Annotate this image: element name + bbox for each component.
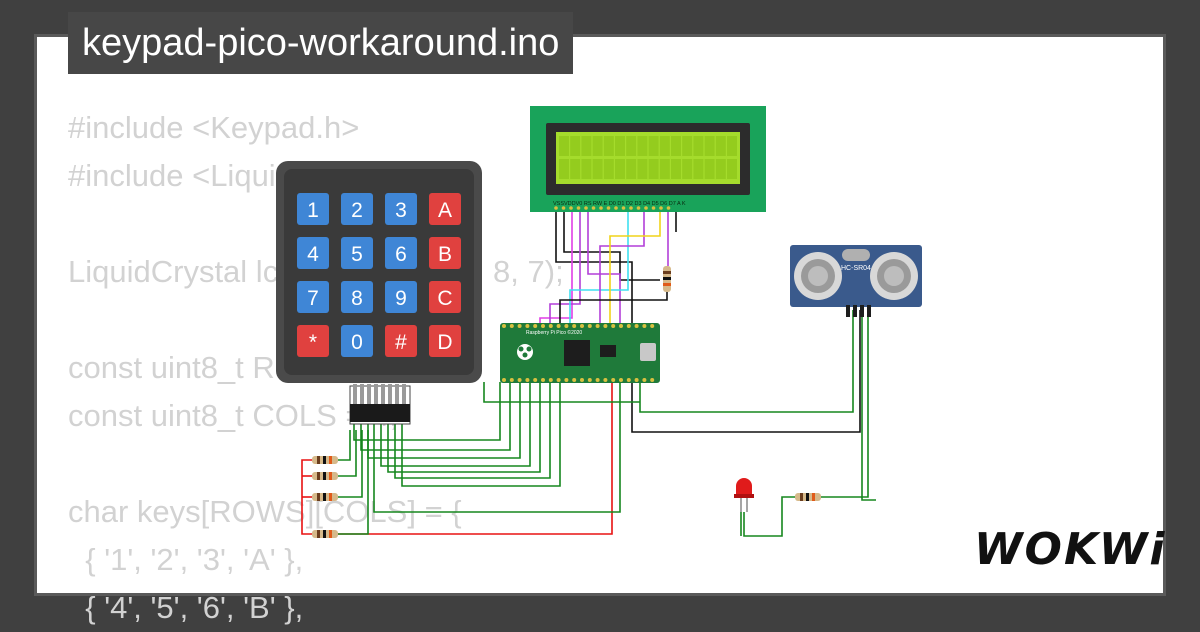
keypad-key[interactable]: 1 <box>297 193 329 225</box>
code-line: { '1', '2', '3', 'A' }, <box>68 542 304 577</box>
keypad-key[interactable]: 7 <box>297 281 329 313</box>
wire <box>599 208 645 326</box>
wire <box>549 208 581 326</box>
wire <box>609 208 661 326</box>
key-label: A <box>438 199 452 222</box>
keypad-ribbon-connector <box>350 384 410 422</box>
wire <box>861 310 876 501</box>
lcd-display[interactable]: VSSVDDV0 RS RW E D0 D1 D2 D3 D4 D5 D6 D7… <box>530 106 766 212</box>
wire <box>555 208 861 433</box>
wire <box>587 208 621 326</box>
wire <box>559 292 668 326</box>
wire <box>483 382 640 403</box>
wire <box>563 208 660 281</box>
lcd-pins <box>554 206 671 210</box>
wire <box>338 430 369 535</box>
keypad-keys: 1 2 3 A 4 5 6 B 7 8 9 C * 0 # D <box>297 193 461 357</box>
key-label: 4 <box>307 243 319 266</box>
keypad-key[interactable]: # <box>385 325 417 357</box>
keypad-key[interactable]: 4 <box>297 237 329 269</box>
resistor <box>312 472 338 480</box>
ultrasonic-sensor[interactable]: HC-SR04 <box>790 245 922 317</box>
keypad-key[interactable]: 2 <box>341 193 373 225</box>
project-filename: keypad-pico-workaround.ino <box>68 12 574 74</box>
raspberry-pi-pico[interactable]: Raspberry Pi Pico ©2020 <box>500 323 660 383</box>
key-label: 3 <box>395 199 407 222</box>
resistor <box>663 266 671 292</box>
wire <box>743 496 795 537</box>
wire <box>401 382 561 487</box>
keypad-key[interactable]: 0 <box>341 325 373 357</box>
wokwi-logo: WOKWi <box>974 524 1167 575</box>
keypad-key[interactable]: 6 <box>385 237 417 269</box>
raspberry-logo-icon <box>517 344 533 360</box>
wire <box>338 430 357 477</box>
key-label: # <box>395 331 407 354</box>
wire <box>353 382 501 441</box>
resistor <box>312 530 338 538</box>
sensor-pins <box>846 305 871 317</box>
key-label: C <box>437 287 452 310</box>
wire <box>569 208 629 326</box>
keypad-key[interactable]: 5 <box>341 237 373 269</box>
wire <box>360 382 511 451</box>
pico-pins <box>502 324 655 382</box>
code-line: { '4', '5', '6', 'B' }, <box>68 590 304 625</box>
resistor <box>795 493 821 501</box>
resistors <box>312 266 821 538</box>
key-label: 6 <box>395 243 407 266</box>
keypad-key[interactable]: 8 <box>341 281 373 313</box>
wire <box>639 310 854 413</box>
keypad-key[interactable]: * <box>297 325 329 357</box>
keypad-key[interactable]: C <box>429 281 461 313</box>
wire <box>380 382 531 467</box>
sensor-label: HC-SR04 <box>841 265 871 272</box>
resistor <box>312 493 338 501</box>
key-label: 5 <box>351 243 363 266</box>
wire <box>301 382 613 535</box>
lcd-pin-labels: VSSVDDV0 RS RW E D0 D1 D2 D3 D4 D5 D6 D7… <box>553 201 686 207</box>
keypad-key[interactable]: B <box>429 237 461 269</box>
wire <box>821 310 869 498</box>
key-label: * <box>309 331 317 354</box>
key-label: D <box>437 331 452 354</box>
code-line: #include <Keypad.h> <box>68 110 360 145</box>
wire <box>338 430 351 461</box>
keypad-key[interactable]: A <box>429 193 461 225</box>
key-label: 1 <box>307 199 319 222</box>
keypad-key[interactable]: 9 <box>385 281 417 313</box>
wire <box>373 382 621 513</box>
key-label: 9 <box>395 287 407 310</box>
key-label: B <box>438 243 452 266</box>
key-label: 8 <box>351 287 363 310</box>
resistor <box>312 456 338 464</box>
keypad-key[interactable]: D <box>429 325 461 357</box>
wire <box>387 382 541 473</box>
keypad-key[interactable]: 3 <box>385 193 417 225</box>
key-label: 0 <box>351 331 363 354</box>
wire <box>338 430 363 498</box>
lcd-character-cells <box>559 136 737 179</box>
key-label: 2 <box>351 199 363 222</box>
red-led[interactable] <box>734 478 754 512</box>
wire <box>539 208 573 326</box>
key-label: 7 <box>307 287 319 310</box>
wire <box>394 382 551 479</box>
pico-label: Raspberry Pi Pico ©2020 <box>526 329 582 336</box>
wires <box>301 208 876 537</box>
membrane-keypad[interactable]: 1 2 3 A 4 5 6 B 7 8 9 C * 0 # D <box>276 161 482 425</box>
